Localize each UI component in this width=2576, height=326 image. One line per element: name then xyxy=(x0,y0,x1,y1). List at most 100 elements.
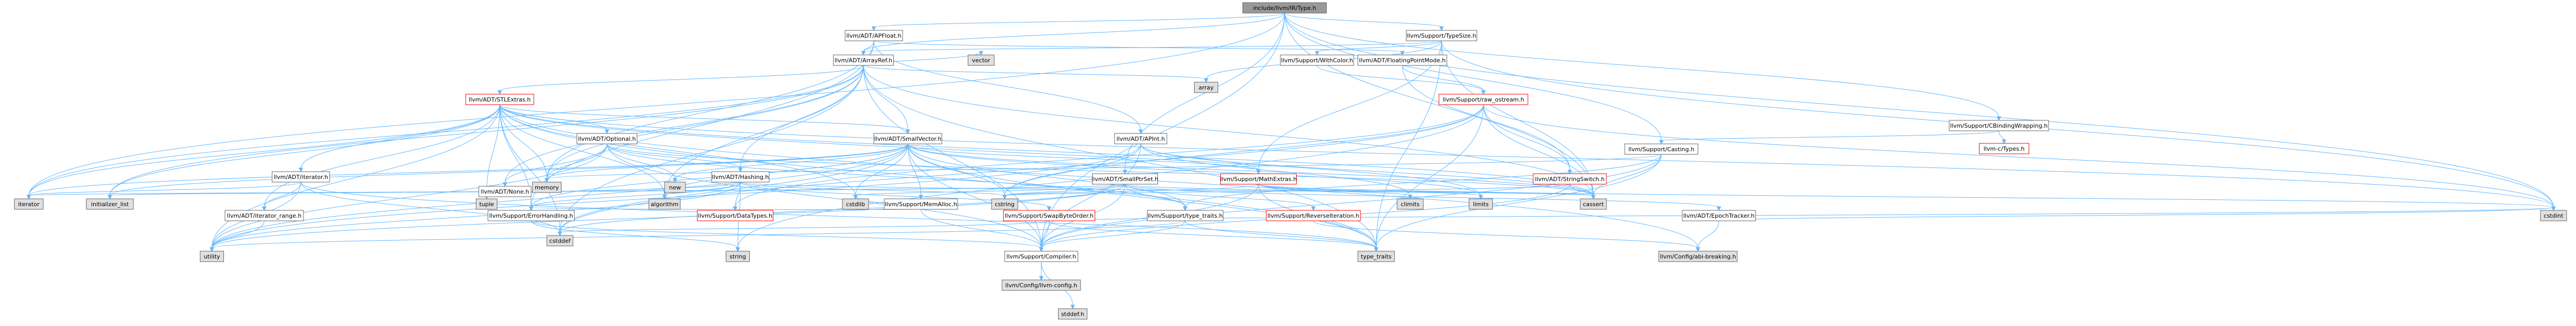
edge-line xyxy=(1041,220,1050,249)
edge-line xyxy=(1569,184,1594,196)
node-memalloc[interactable]: llvm/Support/MemAlloc.h xyxy=(884,198,958,210)
edge-line xyxy=(211,104,500,249)
edge-line xyxy=(1376,154,1662,249)
edge-line xyxy=(920,209,1042,249)
node-box xyxy=(1280,54,1354,66)
edge-raw_ostream-to-stringswitch xyxy=(1483,104,1572,175)
node-smallvector[interactable]: llvm/ADT/SmallVector.h xyxy=(873,133,942,144)
node-apfloat[interactable]: llvm/ADT/APFloat.h xyxy=(845,30,903,41)
edge-floatingpointmode-to-raw_ostream xyxy=(1402,65,1486,95)
node-iterator-h[interactable]: llvm/ADT/iterator.h xyxy=(272,171,330,183)
node-errorhandling[interactable]: llvm/Support/ErrorHandling.h xyxy=(488,210,575,221)
node-arrayref[interactable]: llvm/ADT/ArrayRef.h xyxy=(833,54,894,66)
edge-line xyxy=(1004,104,1484,196)
node-swapbyteorder[interactable]: llvm/Support/SwapByteOrder.h xyxy=(1003,210,1095,221)
edge-line xyxy=(499,104,856,196)
node-llvmc-types[interactable]: llvm-c/Types.h xyxy=(1979,143,2029,154)
edge-line xyxy=(546,143,608,179)
edge-line xyxy=(559,143,908,233)
node-hashing[interactable]: llvm/ADT/Hashing.h xyxy=(711,171,770,183)
edge-hashing-to-algorithm xyxy=(662,182,741,200)
node-label: cassert xyxy=(1583,201,1604,208)
edge-arrowhead xyxy=(298,167,303,173)
node-label: llvm/ADT/None.h xyxy=(481,188,530,195)
edge-arrowhead xyxy=(978,51,984,56)
node-label: llvm/ADT/APFloat.h xyxy=(846,32,901,39)
node-epochtracker[interactable]: llvm/ADT/EpochTracker.h xyxy=(1682,210,1756,221)
edge-line xyxy=(28,65,864,196)
node-optional[interactable]: llvm/ADT/Optional.h xyxy=(577,133,637,144)
edge-stlextras-to-iterator_range xyxy=(262,104,500,211)
edge-line xyxy=(300,182,1377,249)
edge-line xyxy=(211,220,265,249)
edge-line xyxy=(740,182,1050,208)
node-box xyxy=(200,251,224,262)
edge-stlextras-to-initializer_list xyxy=(107,104,500,200)
node-mathextras[interactable]: llvm/Support/MathExtras.h xyxy=(1220,173,1297,185)
edge-hashing-to-cstring xyxy=(740,182,1007,200)
edge-line xyxy=(855,143,908,196)
edge-line xyxy=(1718,207,2554,221)
node-cstdint: cstdint xyxy=(2540,210,2567,221)
node-label: array xyxy=(1199,84,1214,91)
edge-line xyxy=(606,143,676,179)
node-datatypes[interactable]: llvm/Support/DataTypes.h xyxy=(697,210,773,221)
node-stringswitch[interactable]: llvm/ADT/StringSwitch.h xyxy=(1533,173,1607,185)
node-type-h[interactable]: include/llvm/IR/Type.h xyxy=(1242,2,1327,14)
node-box xyxy=(1533,173,1607,185)
node-box xyxy=(1092,173,1158,185)
node-withcolor[interactable]: llvm/Support/WithColor.h xyxy=(1280,54,1354,66)
node-casting[interactable]: llvm/Support/Casting.h xyxy=(1624,143,1698,155)
node-label: cstddef xyxy=(549,238,571,244)
node-type-traits: type_traits xyxy=(1357,251,1395,262)
node-label: llvm/Config/abi-breaking.h xyxy=(1660,253,1736,260)
edge-arrowhead xyxy=(209,247,215,252)
edge-line xyxy=(1284,13,2554,208)
node-box xyxy=(465,94,534,105)
node-box xyxy=(1002,279,1081,291)
edge-line xyxy=(504,65,864,184)
node-label: vector xyxy=(972,57,991,64)
node-label: llvm/ADT/iterator_range.h xyxy=(227,212,301,219)
edge-line xyxy=(863,65,1207,80)
node-stlextras[interactable]: llvm/ADT/STLExtras.h xyxy=(465,94,534,105)
edge-optional-to-utility xyxy=(209,143,608,252)
node-raw-ostream[interactable]: llvm/Support/raw_ostream.h xyxy=(1438,94,1528,105)
node-box xyxy=(1682,210,1756,221)
node-iterator-range[interactable]: llvm/ADT/iterator_range.h xyxy=(224,210,304,221)
node-label: llvm/ADT/Hashing.h xyxy=(712,174,769,181)
edge-line xyxy=(1124,184,1314,208)
node-label: climits xyxy=(1401,201,1420,208)
node-none[interactable]: llvm/ADT/None.h xyxy=(478,186,532,197)
edge-arrowhead xyxy=(1591,195,1596,200)
edge-line xyxy=(1998,130,2005,141)
node-cstdlib: cstdlib xyxy=(842,198,869,210)
edge-line xyxy=(300,104,500,169)
edge-mathextras-to-climits xyxy=(1258,184,1413,200)
edge-line xyxy=(499,104,665,196)
node-box xyxy=(1949,120,2049,131)
node-floatingpointmode[interactable]: llvm/ADT/FloatingPointMode.h xyxy=(1357,54,1447,66)
edge-casting-to-compiler xyxy=(1039,154,1662,252)
node-support-type-traits[interactable]: llvm/Support/type_traits.h xyxy=(1147,210,1223,221)
edge-epochtracker-to-cstdint xyxy=(1718,206,2556,221)
edge-raw_ostream-to-cassert xyxy=(1483,104,1596,200)
edge-line xyxy=(606,143,1042,249)
node-box xyxy=(968,54,995,66)
edge-apfloat-to-apint xyxy=(873,40,1143,134)
edge-line xyxy=(863,65,1594,196)
edge-line xyxy=(28,182,301,196)
node-memory: memory xyxy=(532,182,561,193)
edge-arrowhead xyxy=(2001,139,2007,144)
edge-line xyxy=(1185,154,1662,208)
node-compiler[interactable]: llvm/Support/Compiler.h xyxy=(1004,251,1078,262)
node-apint[interactable]: llvm/ADT/APInt.h xyxy=(1114,133,1167,144)
node-box xyxy=(1624,143,1698,155)
node-smallptrset[interactable]: llvm/ADT/SmallPtrSet.h xyxy=(1092,173,1158,185)
node-box xyxy=(272,171,330,183)
edge-line xyxy=(606,143,1186,208)
node-cbinding[interactable]: llvm/Support/CBindingWrapping.h xyxy=(1949,120,2049,131)
node-label: algorithm xyxy=(650,201,678,208)
node-reverseiteration[interactable]: llvm/Support/ReverseIteration.h xyxy=(1266,210,1361,221)
node-typesize[interactable]: llvm/Support/TypeSize.h xyxy=(1406,30,1477,41)
